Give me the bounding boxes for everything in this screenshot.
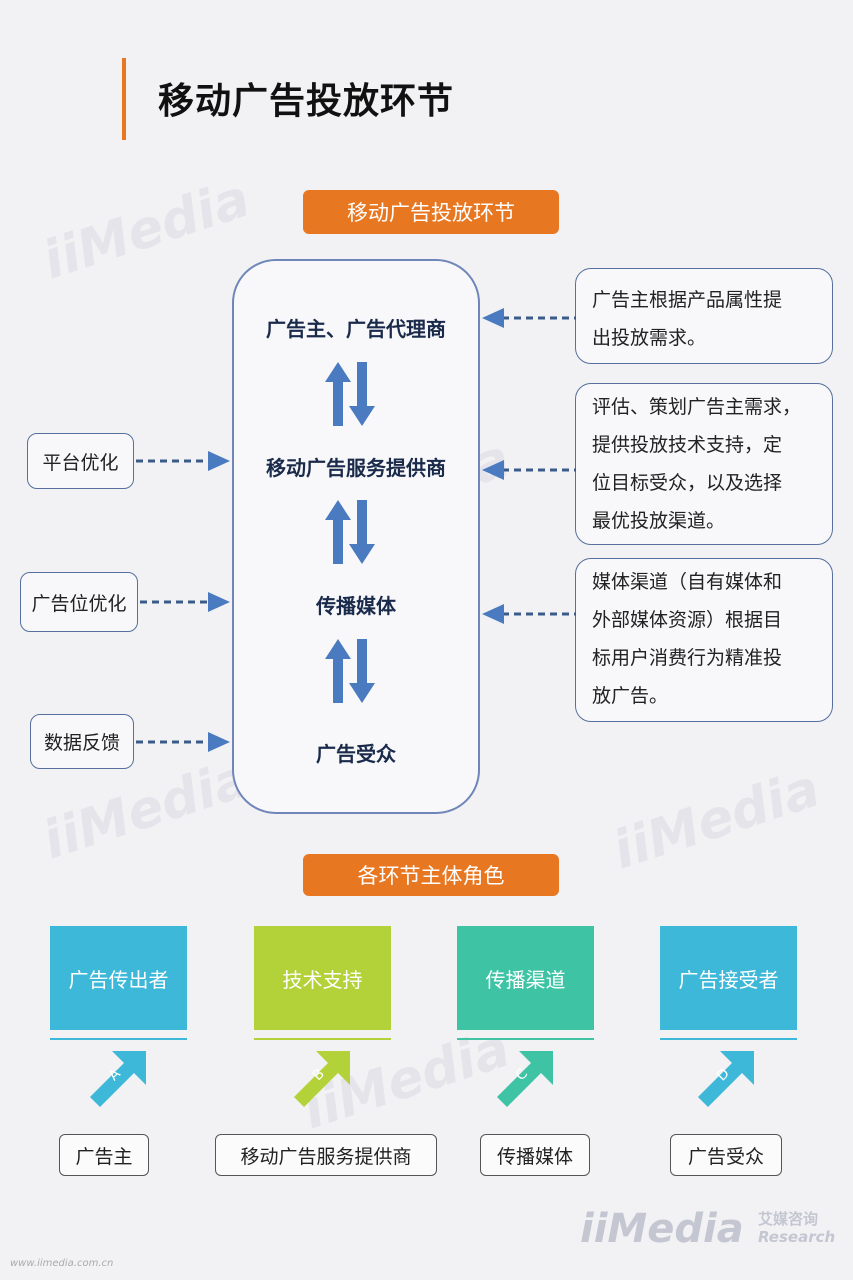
note-service-provider: 评估、策划广告主需求， 提供投放技术支持，定 位目标受众，以及选择 最优投放渠道… xyxy=(575,383,833,545)
input-ad-slot-optimization: 广告位优化 xyxy=(20,572,138,632)
logo-en: Research xyxy=(758,1228,836,1246)
flow-stage-media: 传播媒体 xyxy=(316,594,396,618)
flow-stage-audience: 广告受众 xyxy=(316,742,396,766)
note-advertiser: 广告主根据产品属性提 出投放需求。 xyxy=(575,268,833,364)
section-header-roles: 各环节主体角色 xyxy=(303,854,559,896)
flow-stage-advertiser: 广告主、广告代理商 xyxy=(266,317,446,341)
iimedia-logo: iiMedia 艾媒咨询 Research xyxy=(580,1196,842,1260)
input-platform-optimization: 平台优化 xyxy=(27,433,134,489)
role-underline xyxy=(50,1038,187,1040)
arrow-up-right-icon xyxy=(90,1051,146,1107)
logo-cn: 艾媒咨询 xyxy=(758,1210,819,1228)
note-media: 媒体渠道（自有媒体和 外部媒体资源）根据目 标用户消费行为精准投 放广告。 xyxy=(575,558,833,722)
letter-arrow-icon: A xyxy=(82,1045,152,1115)
arrow-up-right-icon xyxy=(294,1051,350,1107)
entity-advertiser: 广告主 xyxy=(59,1134,149,1176)
note-line: 最优投放渠道。 xyxy=(592,510,726,532)
page-title: 移动广告投放环节 xyxy=(158,81,455,122)
note-line: 放广告。 xyxy=(592,685,669,707)
arrow-up-right-icon xyxy=(698,1051,754,1107)
title-accent-bar xyxy=(122,58,126,140)
dashed-arrow-left-icon xyxy=(482,460,576,480)
bidirectional-arrow-icon xyxy=(325,362,375,426)
entity-service-provider: 移动广告服务提供商 xyxy=(215,1134,437,1176)
flow-stage-service-provider: 移动广告服务提供商 xyxy=(266,456,446,480)
section-header-flow: 移动广告投放环节 xyxy=(303,190,559,234)
role-card-receiver: 广告接受者 xyxy=(660,926,797,1030)
input-data-feedback: 数据反馈 xyxy=(30,714,134,769)
note-line: 位目标受众，以及选择 xyxy=(592,472,783,494)
note-line: 提供投放技术支持，定 xyxy=(592,434,783,456)
watermark: iiMedia xyxy=(35,168,257,292)
entity-media: 传播媒体 xyxy=(480,1134,590,1176)
role-underline xyxy=(254,1038,391,1040)
note-line: 外部媒体资源）根据目 xyxy=(592,609,783,631)
role-underline xyxy=(660,1038,797,1040)
dashed-arrow-left-icon xyxy=(482,308,576,328)
dashed-arrow-right-icon xyxy=(140,592,230,612)
logo-brand: iiMedia xyxy=(580,1206,744,1252)
bidirectional-arrow-icon xyxy=(325,500,375,564)
footer-url: www.iimedia.com.cn xyxy=(10,1258,114,1269)
role-card-channel: 传播渠道 xyxy=(457,926,594,1030)
arrow-up-right-icon xyxy=(497,1051,553,1107)
note-line: 标用户消费行为精准投 xyxy=(592,647,783,669)
dashed-arrow-right-icon xyxy=(136,451,230,471)
role-card-tech-support: 技术支持 xyxy=(254,926,391,1030)
note-line: 广告主根据产品属性提 xyxy=(592,289,783,311)
flow-container xyxy=(232,259,480,814)
dashed-arrow-left-icon xyxy=(482,604,576,624)
dashed-arrow-right-icon xyxy=(136,732,230,752)
letter-arrow-icon: D xyxy=(690,1045,760,1115)
letter-arrow-icon: C xyxy=(489,1045,559,1115)
note-line: 媒体渠道（自有媒体和 xyxy=(592,571,783,593)
note-line: 评估、策划广告主需求， xyxy=(592,396,802,418)
role-card-sender: 广告传出者 xyxy=(50,926,187,1030)
bidirectional-arrow-icon xyxy=(325,639,375,703)
watermark: iiMedia xyxy=(605,758,827,882)
entity-audience: 广告受众 xyxy=(670,1134,782,1176)
note-line: 出投放需求。 xyxy=(592,327,707,349)
role-underline xyxy=(457,1038,594,1040)
letter-arrow-icon: B xyxy=(286,1045,356,1115)
